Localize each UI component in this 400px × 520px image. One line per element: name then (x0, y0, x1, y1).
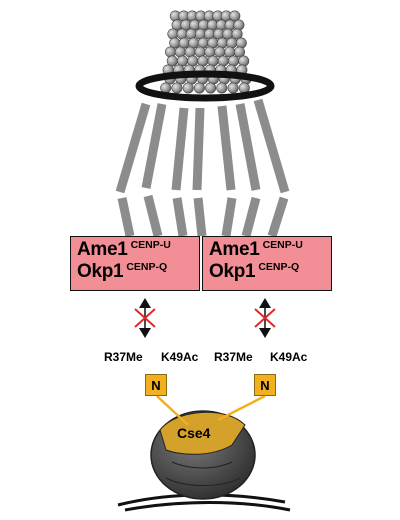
protein-okp1: Okp1 (209, 261, 256, 282)
mark-r37me-left: R37Me (104, 350, 143, 364)
cenp-q-label: CENP-Q (126, 261, 168, 273)
tubulin-subunit (238, 55, 250, 67)
tubulin-subunit (227, 82, 239, 94)
mark-r37me-right: R37Me (214, 350, 253, 364)
tubulin-subunit (231, 28, 243, 40)
cenp-q-label: CENP-Q (258, 261, 300, 273)
blocked-arrow-right (254, 298, 276, 338)
tubulin-subunit (167, 28, 179, 40)
tubulin-subunit (205, 82, 217, 94)
protein-ame1: Ame1 (209, 239, 260, 260)
cenp-u-label: CENP-U (130, 239, 171, 251)
tubulin-subunit (193, 82, 205, 94)
n-terminal-tail-right: N (254, 374, 276, 396)
tubulin-subunit (234, 46, 246, 58)
histone-tail-right (217, 394, 266, 422)
mark-k49ac-right: K49Ac (270, 350, 308, 364)
tubulin-subunit (171, 82, 183, 94)
protein-okp1: Okp1 (77, 261, 124, 282)
lower-filaments (117, 194, 289, 238)
tubulin-subunit (235, 37, 247, 49)
cse4-label: Cse4 (177, 425, 211, 441)
tubulin-subunit (165, 46, 177, 58)
blocked-arrow-left (134, 298, 156, 338)
mark-k49ac-left: K49Ac (161, 350, 199, 364)
tubulin-subunit (233, 19, 245, 31)
microtubule (160, 10, 252, 94)
tubulin-subunit (226, 37, 238, 49)
nucleosome (150, 410, 256, 500)
tubulin-subunit (228, 55, 240, 67)
dam1-ring (135, 70, 275, 102)
protein-ame1: Ame1 (77, 239, 128, 260)
tubulin-subunit (182, 82, 194, 94)
cenp-u-label: CENP-U (262, 239, 303, 251)
tubulin-subunit (216, 82, 228, 94)
upper-filaments (115, 98, 290, 194)
tubulin-subunit (174, 46, 186, 58)
tubulin-subunit (229, 10, 241, 22)
histone-tail-left (156, 395, 189, 426)
n-terminal-tail-left: N (145, 374, 167, 396)
